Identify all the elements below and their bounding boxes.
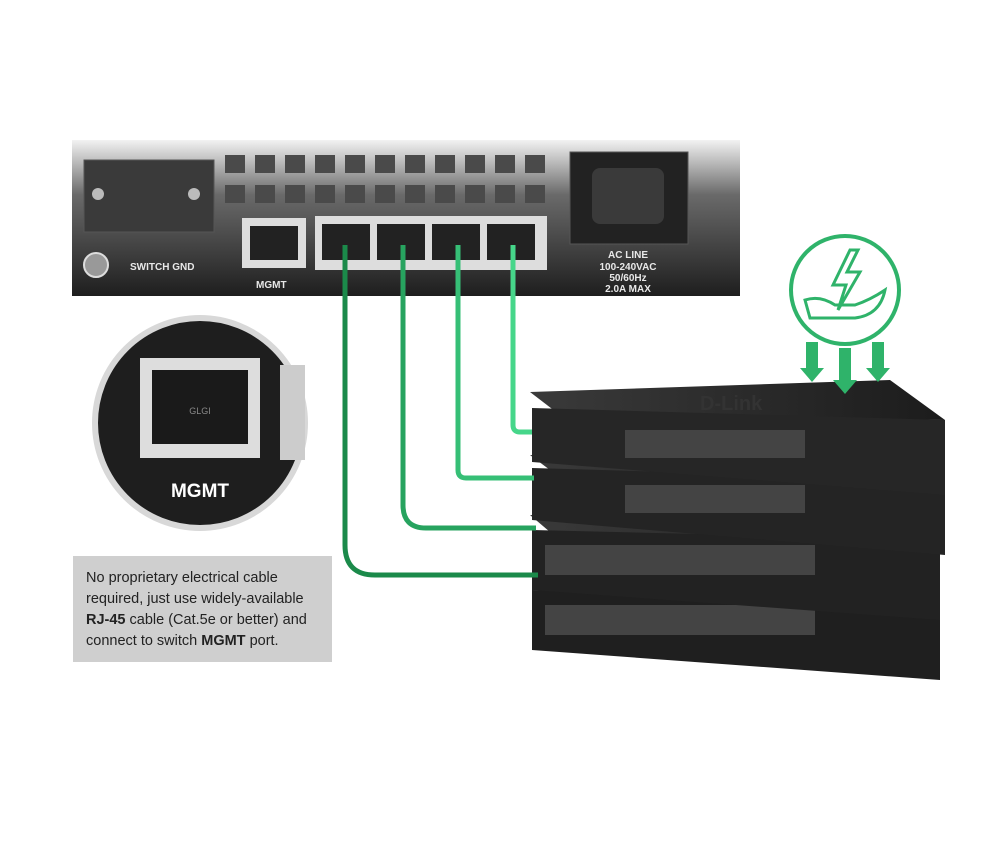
- caption-line: required, just use widely-available: [86, 591, 304, 607]
- caption-line: No proprietary electrical cable: [86, 570, 278, 586]
- ac-line-label: AC LINE: [608, 250, 648, 261]
- inset-mgmt-label: MGMT: [171, 481, 229, 502]
- mgmt-label: MGMT: [256, 280, 287, 291]
- cable-2: [455, 245, 534, 481]
- cable-4: [342, 245, 538, 578]
- dlink-logo: D-Link: [700, 393, 763, 415]
- rear-panel: SWITCH GND MGMT AC LINE 100-240VAC 50/60…: [72, 140, 740, 296]
- ground-screw-icon: [83, 252, 109, 278]
- vents: [225, 155, 545, 203]
- cable-3: [400, 245, 536, 531]
- down-arrows-icon: [800, 342, 890, 394]
- mgmt-zoom-inset: GLGI MGMT: [92, 315, 308, 531]
- gnd-label: SWITCH GND: [130, 262, 194, 273]
- caption-line: RJ-45 cable (Cat.5e or better) and: [86, 612, 307, 628]
- caption-box: No proprietary electrical cable required…: [73, 556, 332, 662]
- caption-line: connect to switch MGMT port.: [86, 633, 279, 649]
- switch-1: D-Link: [530, 380, 945, 495]
- jack-text: GLGI: [189, 406, 211, 416]
- power-hand-icon: [789, 234, 901, 346]
- cable-1: [510, 245, 532, 435]
- cables: [342, 245, 538, 578]
- switch-stack: D-Link: [530, 380, 945, 680]
- frequency-label: 50/60Hz: [609, 273, 646, 284]
- current-label: 2.0A MAX: [605, 284, 651, 295]
- voltage-label: 100-240VAC: [599, 262, 656, 273]
